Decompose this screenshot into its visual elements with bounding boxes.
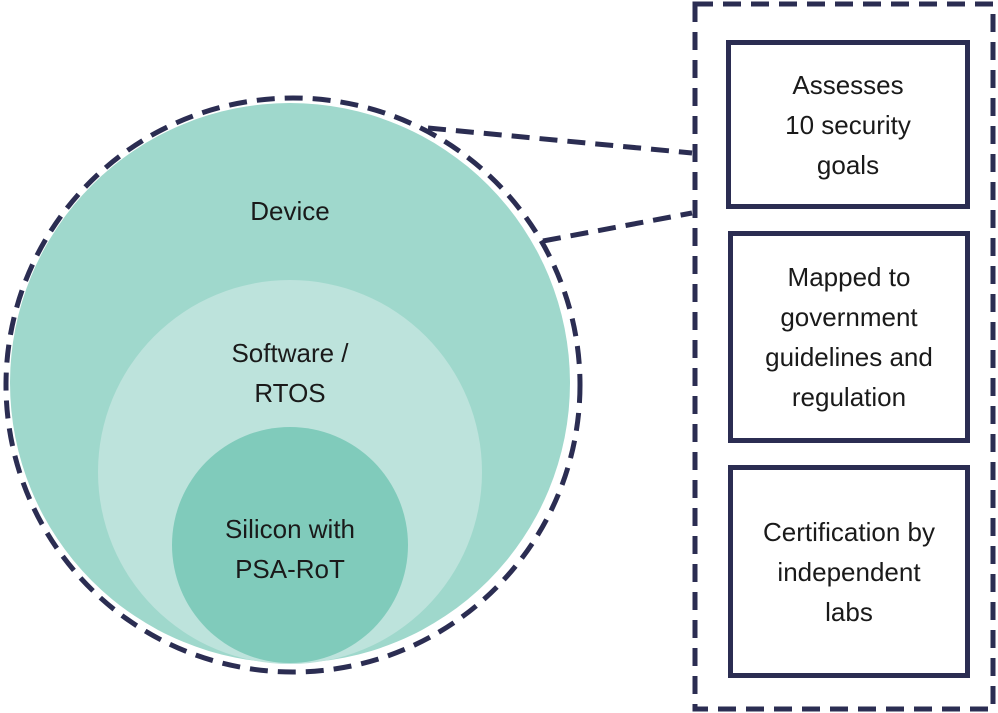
security-goals-box: Assesses 10 security goals [726,40,970,209]
connector-line-bottom [542,210,693,244]
device-label: Device [250,196,330,226]
connector-line-top [427,125,693,156]
silicon-label: Silicon with PSA-RoT [224,514,356,584]
software-label: Software / RTOS [231,338,349,408]
certification-box: Certification by independent labs [728,465,970,678]
silicon-circle [172,427,408,663]
dashed-container [692,1,996,712]
government-guidelines-box: Mapped to government guidelines and regu… [728,231,970,443]
outer-dashed-circle [3,95,583,675]
